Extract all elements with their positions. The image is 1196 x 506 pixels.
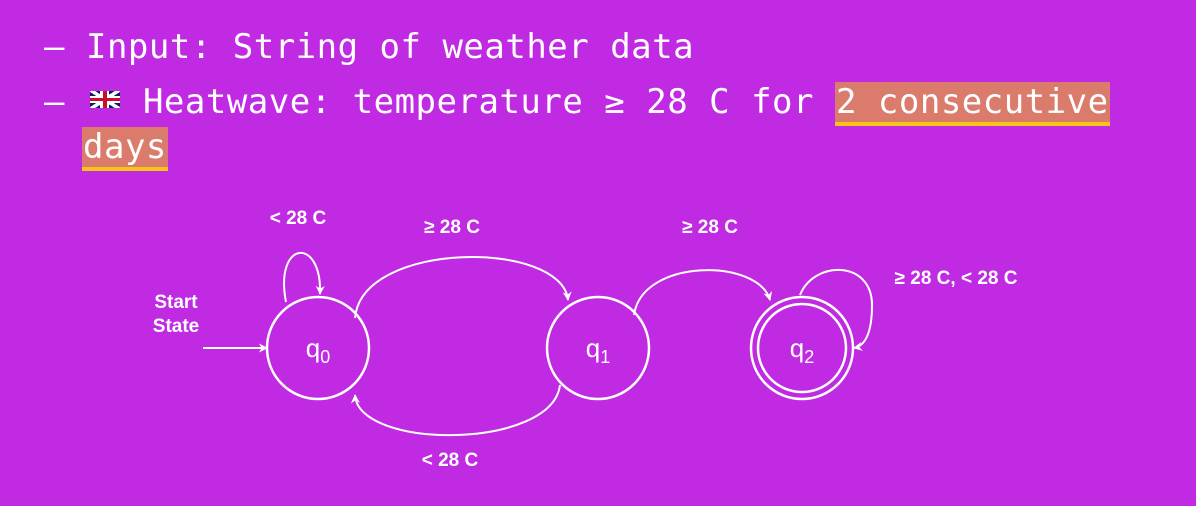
transition-q2-self: [799, 269, 874, 351]
state-q2-outer: [749, 295, 855, 401]
start-label-line1: Start: [154, 292, 198, 313]
transition-q1-q0-label: < 28 C: [422, 450, 479, 471]
transition-q0-q1: [354, 256, 572, 319]
transition-q0-self-label: < 28 C: [270, 208, 327, 229]
transition-q0-self: [283, 252, 325, 303]
bullet-heatwave-continuation: days: [82, 122, 168, 172]
start-label-line2: State: [153, 316, 199, 337]
bullet-heatwave: — Heatwave: temperature ≥ 28 C for 2 con…: [44, 77, 1110, 127]
transition-q1-q0: [350, 384, 561, 436]
bullet-dash: —: [44, 27, 65, 67]
highlight-consecutive: 2 consecutive: [834, 82, 1110, 126]
state-q2-label: q2: [790, 333, 814, 367]
transition-q2-self-label: ≥ 28 C, < 28 C: [895, 268, 1018, 289]
state-q2-inner: [756, 302, 848, 394]
bullet-input-text: Input: String of weather data: [85, 27, 695, 67]
transition-q1-q2: [633, 269, 773, 316]
state-q0: [265, 295, 371, 401]
bullet-dash: —: [44, 82, 65, 122]
state-q1-label: q1: [586, 333, 610, 367]
state-q1: [545, 295, 651, 401]
highlight-days: days: [82, 127, 168, 171]
state-q0-label: q0: [306, 333, 330, 367]
bullet-input: — Input: String of weather data: [44, 22, 694, 72]
transition-q1-q2-label: ≥ 28 C: [682, 217, 738, 238]
uk-flag-icon: [89, 91, 120, 108]
transition-q0-q1-label: ≥ 28 C: [424, 217, 480, 238]
bullet-heatwave-text: Heatwave: temperature ≥ 28 C for: [142, 82, 814, 122]
